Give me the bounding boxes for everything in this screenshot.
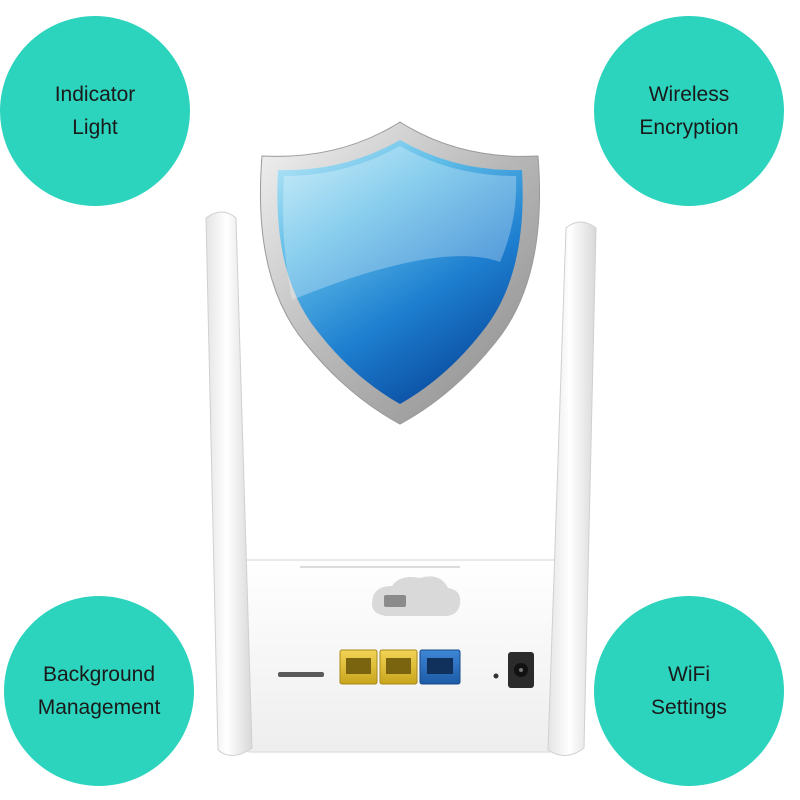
right-antenna: [547, 221, 597, 756]
feature-label: Management: [37, 696, 161, 719]
feature-label: WiFi: [668, 663, 710, 686]
sim-card-slot: [278, 672, 324, 677]
wifi-logo: [372, 576, 461, 616]
wan-port: [419, 649, 461, 685]
feature-badge-background-management: Background Management: [4, 596, 194, 786]
power-jack: [508, 652, 534, 688]
feature-badge-indicator-light: Indicator Light: [0, 16, 190, 206]
feature-label: Settings: [651, 696, 727, 719]
lan-port: [339, 649, 378, 685]
feature-label: Encryption: [639, 116, 739, 139]
feature-badge-wifi-settings: WiFi Settings: [594, 596, 784, 786]
security-shield-icon: [259, 121, 541, 425]
lan-port: [379, 649, 418, 685]
left-antenna: [205, 211, 253, 756]
router-body: [239, 559, 561, 753]
feature-label: Indicator: [54, 83, 136, 106]
feature-badge-wireless-encryption: Wireless Encryption: [594, 16, 784, 206]
feature-label: Wireless: [648, 83, 730, 106]
reset-button: [493, 673, 499, 679]
feature-label: Light: [72, 116, 118, 139]
feature-label: Background: [42, 663, 156, 686]
